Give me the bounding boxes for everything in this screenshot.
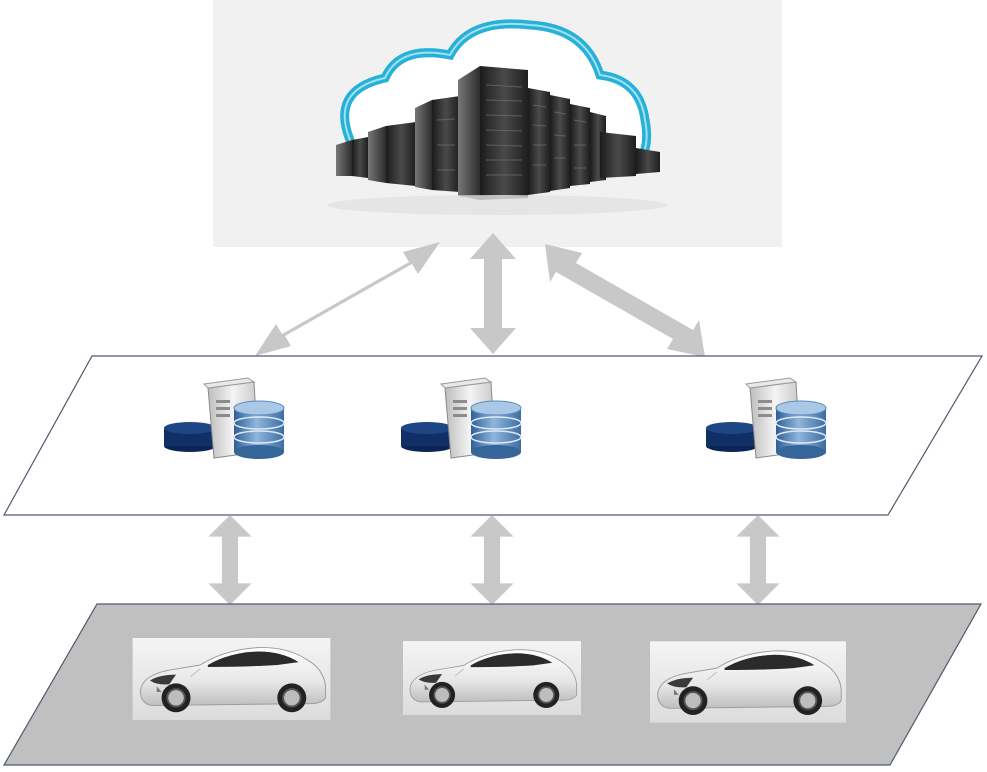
server-vehicle-connectors bbox=[208, 515, 780, 605]
connector-arrow-vehicle-2 bbox=[470, 515, 514, 605]
connector-arrow-left bbox=[255, 242, 440, 356]
connector-arrow-right bbox=[545, 244, 705, 357]
server-layer bbox=[2, 355, 984, 516]
car-icon bbox=[403, 640, 581, 716]
connector-arrow-center bbox=[470, 233, 516, 354]
car-icon bbox=[650, 641, 846, 723]
cloud-datacenter-icon bbox=[327, 19, 667, 215]
car-icon bbox=[131, 638, 332, 720]
cloud-server-connectors bbox=[255, 233, 705, 357]
vehicle-layer bbox=[2, 603, 983, 766]
connector-arrow-vehicle-3 bbox=[736, 515, 780, 605]
cloud-datacenter bbox=[213, 0, 782, 247]
connector-arrow-vehicle-1 bbox=[208, 515, 252, 605]
